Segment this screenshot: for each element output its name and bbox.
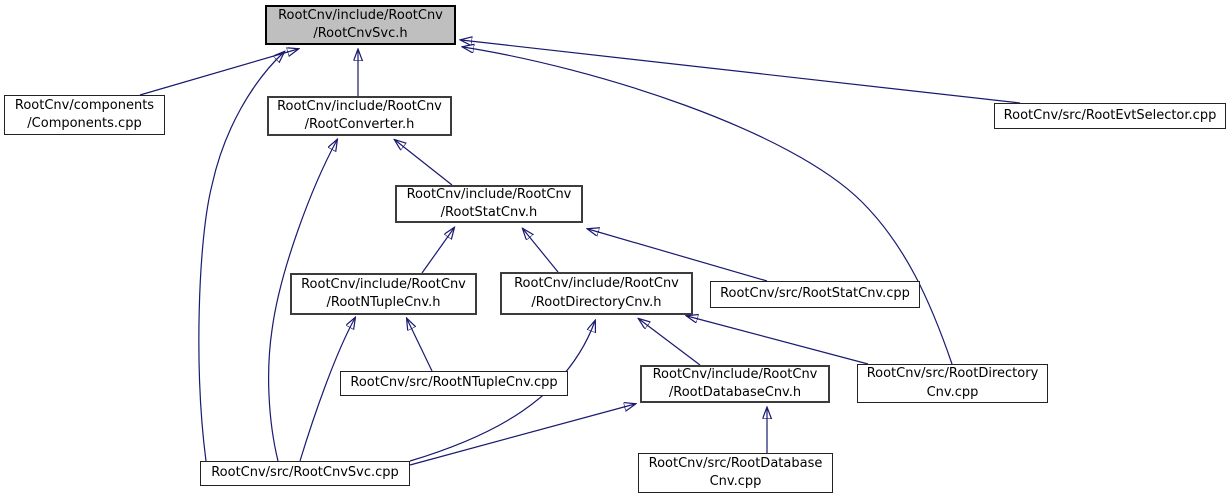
edge-rootdirectorycnv-h-to-rootstatcnv-h <box>523 229 559 273</box>
edge-rootcnvsvc-cpp-to-rootcnvsvc-h <box>198 52 284 462</box>
node-rootdatabasecnv-h[interactable]: RootCnv/include/RootCnv /RootDatabaseCnv… <box>640 365 830 403</box>
edge-rootstatcnv-h-to-rootconverter-h <box>395 140 453 186</box>
node-components-cpp[interactable]: RootCnv/components /Components.cpp <box>4 95 165 135</box>
edge-rootstatcnv-cpp-to-rootstatcnv-h <box>588 229 768 282</box>
edge-rootdirectorycnv-cpp-to-rootdirectorycnv-h <box>687 316 869 365</box>
node-rootstatcnv-h[interactable]: RootCnv/include/RootCnv /RootStatCnv.h <box>395 185 583 223</box>
node-rootcnvsvc-cpp[interactable]: RootCnv/src/RootCnvSvc.cpp <box>200 461 410 486</box>
edge-rootcnvsvc-cpp-to-rootconverter-h <box>268 140 337 462</box>
edge-rootevtselector-cpp-to-rootcnvsvc-h <box>461 40 1021 104</box>
edge-rootcnvsvc-cpp-to-rootntuplecnv-h <box>299 318 355 462</box>
edge-rootdatabasecnv-h-to-rootdirectorycnv-h <box>639 319 701 366</box>
node-rootntuplecnv-h[interactable]: RootCnv/include/RootCnv /RootNTupleCnv.h <box>290 273 477 315</box>
node-rootntuplecnv-cpp[interactable]: RootCnv/src/RootNTupleCnv.cpp <box>340 371 568 396</box>
edge-rootdirectorycnv-cpp-to-rootcnvsvc-h <box>463 47 953 365</box>
node-rootconverter-h[interactable]: RootCnv/include/RootCnv /RootConverter.h <box>267 96 452 136</box>
node-rootdatabasecnv-cpp[interactable]: RootCnv/src/RootDatabase Cnv.cpp <box>638 453 833 493</box>
edge-rootntuplecnv-cpp-to-rootntuplecnv-h <box>407 319 433 372</box>
node-rootcnvsvc-h[interactable]: RootCnv/include/RootCnv /RootCnvSvc.h <box>265 5 456 45</box>
edge-components-cpp-to-rootcnvsvc-h <box>139 49 298 96</box>
edge-rootcnvsvc-cpp-to-rootdatabasecnv-h <box>409 404 635 466</box>
node-rootstatcnv-cpp[interactable]: RootCnv/src/RootStatCnv.cpp <box>710 281 920 308</box>
node-rootdirectorycnv-cpp[interactable]: RootCnv/src/RootDirectory Cnv.cpp <box>857 364 1048 403</box>
edge-rootntuplecnv-h-to-rootstatcnv-h <box>421 228 454 274</box>
edge-rootcnvsvc-cpp-to-rootdirectorycnv-h <box>409 321 595 462</box>
node-rootdirectorycnv-h[interactable]: RootCnv/include/RootCnv /RootDirectoryCn… <box>500 272 693 315</box>
node-rootevtselector-cpp[interactable]: RootCnv/src/RootEvtSelector.cpp <box>994 103 1226 129</box>
